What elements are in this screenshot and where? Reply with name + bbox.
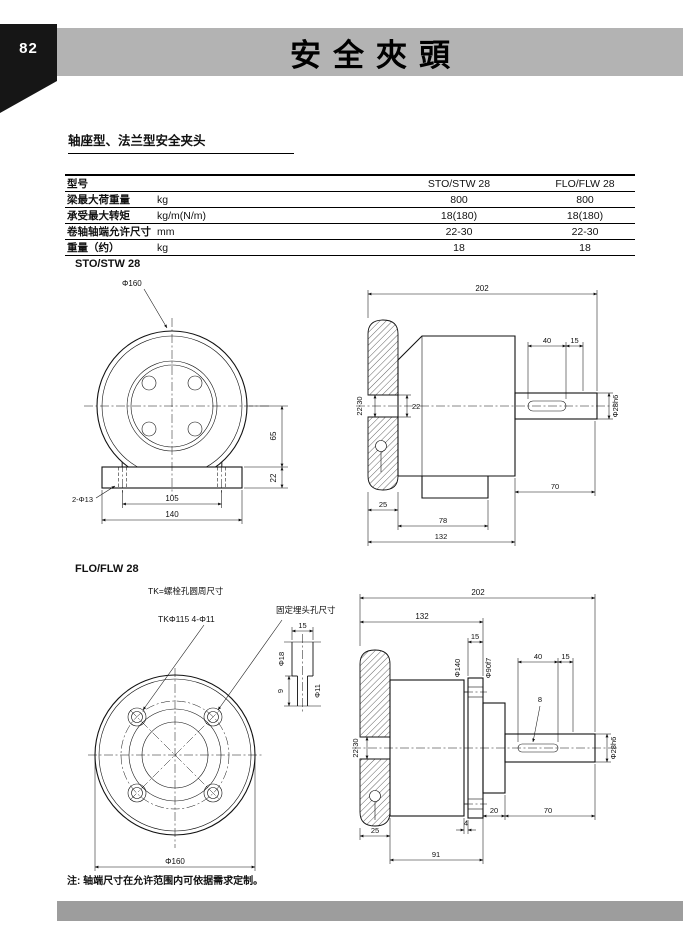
dim-label: 15 bbox=[561, 652, 569, 661]
dim-label: 78 bbox=[439, 516, 447, 525]
page-number-tab: 82 bbox=[0, 24, 57, 113]
flo-countersink-detail: 固定埋头孔尺寸 15 Φ18 Φ11 9 bbox=[217, 605, 336, 713]
row-value-2: 18(180) bbox=[566, 209, 604, 222]
row-value-1: 800 bbox=[450, 193, 468, 206]
row-label: 卷轴轴端允许尺寸 bbox=[67, 226, 151, 238]
model-header: 型号 bbox=[67, 178, 88, 190]
page-title: 安全夾頭 bbox=[290, 37, 462, 73]
dim-label: 22-30 bbox=[351, 738, 360, 757]
table-row: 重量（约） kg 18 18 bbox=[65, 240, 635, 256]
row-unit: kg bbox=[157, 193, 169, 206]
dim-label: 15 bbox=[570, 336, 578, 345]
detail-title: 固定埋头孔尺寸 bbox=[276, 605, 336, 615]
dim-label: 25 bbox=[371, 826, 379, 835]
row-value-1: 18 bbox=[453, 241, 465, 254]
dim-label: Φ11 bbox=[313, 684, 322, 698]
row-value-2: 800 bbox=[576, 193, 594, 206]
dim-label: Φ18 bbox=[277, 652, 286, 666]
sto-drawing-title: STO/STW 28 bbox=[75, 258, 141, 270]
dim-label: 202 bbox=[475, 284, 489, 293]
model-1-header: STO/STW 28 bbox=[427, 177, 491, 190]
dim-label: 2-Φ13 bbox=[72, 495, 93, 504]
dim-label: 4 bbox=[464, 819, 468, 828]
row-unit: kg/m(N/m) bbox=[157, 209, 206, 222]
dim-label: 70 bbox=[544, 806, 552, 815]
flo-drawing-title: FLO/FLW 28 bbox=[75, 563, 139, 575]
dim-label: Φ160 bbox=[165, 857, 185, 866]
dim-label: 8 bbox=[538, 695, 542, 704]
row-label: 重量（约） bbox=[67, 242, 120, 254]
row-value-1: 22-30 bbox=[445, 225, 473, 238]
spec-table: 型号 STO/STW 28 FLO/FLW 28 梁最大荷重量 kg 800 8… bbox=[65, 174, 635, 256]
table-row: 梁最大荷重量 kg 800 800 bbox=[65, 192, 635, 208]
dim-label: 65 bbox=[269, 431, 278, 440]
dim-label: 15 bbox=[471, 632, 479, 641]
dim-label: Φ90f7 bbox=[484, 658, 493, 679]
footnote: 注: 轴端尺寸在允许范围内可依据需求定制。 bbox=[67, 876, 264, 887]
dim-label: Φ140 bbox=[453, 659, 462, 678]
dim-label: 40 bbox=[543, 336, 551, 345]
tk-note: TK=螺栓孔圆周尺寸 bbox=[148, 586, 224, 596]
tk-spec: TKΦ115 4-Φ11 bbox=[158, 614, 215, 624]
row-unit: mm bbox=[157, 225, 175, 238]
page-number: 82 bbox=[19, 40, 38, 57]
dim-label: 22 bbox=[412, 402, 420, 411]
dim-label: 105 bbox=[165, 494, 179, 503]
dim-label: 9 bbox=[276, 689, 285, 693]
dim-label: 70 bbox=[551, 482, 559, 491]
row-value-2: 22-30 bbox=[571, 225, 599, 238]
dim-label: 91 bbox=[432, 850, 440, 859]
dim-label: 15 bbox=[298, 621, 306, 630]
flo-side-view: 202 132 15 Φ140 Φ90f7 40 15 8 Φ28h6 22-3… bbox=[351, 588, 618, 864]
footer-bar bbox=[57, 901, 683, 921]
row-unit: kg bbox=[157, 241, 169, 254]
row-value-2: 18 bbox=[579, 241, 591, 254]
sto-stw-technical-drawing: Φ160 2-Φ13 105 140 65 22 202 bbox=[72, 279, 620, 546]
row-label: 承受最大转矩 bbox=[67, 210, 130, 222]
dim-label: 202 bbox=[471, 588, 485, 597]
dim-label: Φ160 bbox=[122, 279, 142, 288]
flo-front-view: TK=螺栓孔圆周尺寸 TKΦ115 4-Φ11 Φ160 bbox=[88, 586, 262, 871]
dim-label: Φ28h6 bbox=[609, 737, 618, 760]
section-title: 轴座型、法兰型安全夹头 bbox=[68, 130, 294, 154]
sto-side-view: 202 40 15 Φ28h6 22-30 22 25 78 132 70 bbox=[355, 284, 620, 546]
row-value-1: 18(180) bbox=[440, 209, 478, 222]
dim-label: 140 bbox=[165, 510, 179, 519]
table-row: 卷轴轴端允许尺寸 mm 22-30 22-30 bbox=[65, 224, 635, 240]
dim-label: 132 bbox=[435, 532, 448, 541]
dim-label: 22-30 bbox=[355, 396, 364, 415]
row-label: 梁最大荷重量 bbox=[67, 194, 130, 206]
flo-flw-technical-drawing: TK=螺栓孔圆周尺寸 TKΦ115 4-Φ11 Φ160 固定埋头孔尺寸 15 … bbox=[88, 586, 618, 871]
dim-label: 25 bbox=[379, 500, 387, 509]
model-2-header: FLO/FLW 28 bbox=[555, 177, 615, 190]
dim-label: 132 bbox=[415, 612, 429, 621]
dim-label: 22 bbox=[269, 473, 278, 482]
dim-label: Φ28h6 bbox=[611, 395, 620, 418]
sto-front-view: Φ160 2-Φ13 105 140 65 22 bbox=[72, 279, 288, 524]
spec-header-row: 型号 STO/STW 28 FLO/FLW 28 bbox=[65, 175, 635, 192]
dim-label: 40 bbox=[534, 652, 542, 661]
spacer-cell bbox=[155, 175, 383, 192]
dim-label: 20 bbox=[490, 806, 498, 815]
table-row: 承受最大转矩 kg/m(N/m) 18(180) 18(180) bbox=[65, 208, 635, 224]
title-banner: 安全夾頭 bbox=[57, 28, 683, 76]
